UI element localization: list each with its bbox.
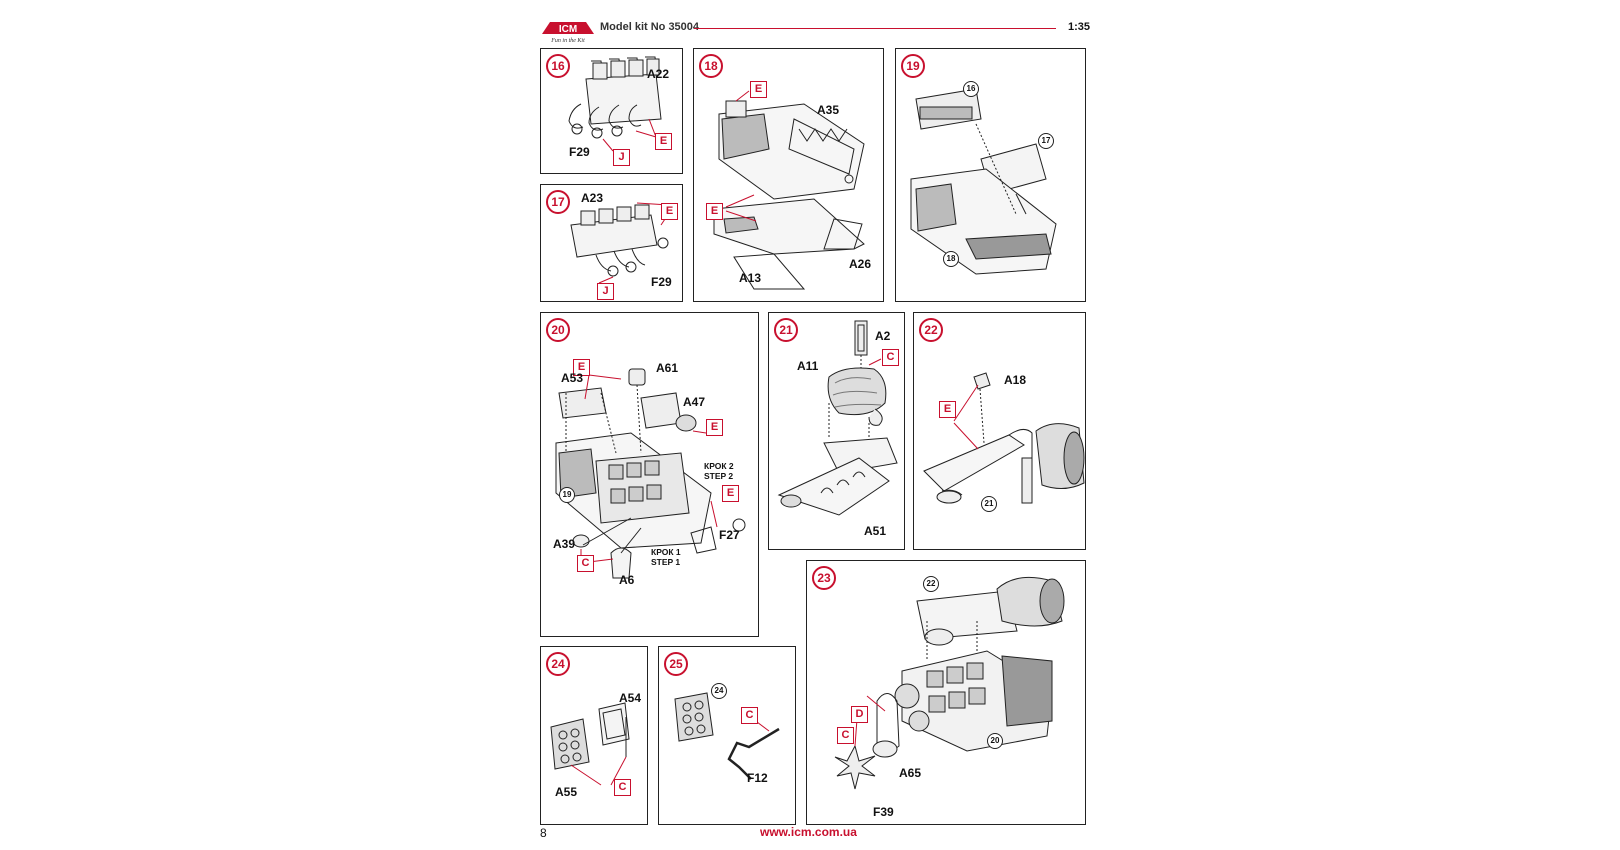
tag-e: E bbox=[722, 485, 739, 502]
tag-e: E bbox=[573, 359, 590, 376]
tag-d: D bbox=[851, 706, 868, 723]
part-label-a18: A18 bbox=[1004, 373, 1027, 387]
step-17-number: 17 bbox=[546, 190, 570, 214]
part-label-a65: A65 bbox=[899, 766, 922, 780]
part-label-f12: F12 bbox=[747, 771, 768, 785]
scale-label: 1:35 bbox=[1068, 21, 1091, 33]
step-22-number: 22 bbox=[919, 318, 943, 342]
tag-e: E bbox=[939, 401, 956, 418]
step-2-note-en: STEP 2 bbox=[704, 471, 734, 481]
step-24-number: 24 bbox=[546, 652, 570, 676]
part-label-a22: A22 bbox=[647, 67, 670, 81]
step-1-note-ua: КРОК 1 bbox=[651, 547, 681, 557]
icm-logo: ICM Fun in the Kit bbox=[542, 22, 594, 44]
part-label-a26: A26 bbox=[849, 257, 872, 271]
ref-step-18: 18 bbox=[943, 251, 959, 267]
ref-step-20: 20 bbox=[987, 733, 1003, 749]
part-label-a53: A53 bbox=[561, 371, 584, 385]
step-21-number: 21 bbox=[774, 318, 798, 342]
tag-j: J bbox=[597, 283, 614, 300]
step-23-drawing bbox=[834, 576, 1065, 790]
tag-j: J bbox=[613, 149, 630, 166]
step-16-drawing bbox=[568, 56, 662, 152]
step-24-panel: 24 A54 C A55 bbox=[540, 646, 648, 825]
part-label-a55: A55 bbox=[555, 785, 578, 799]
part-label-a51: A51 bbox=[864, 524, 887, 538]
part-label-a54: A54 bbox=[619, 691, 642, 705]
step-17-panel: 17 A23 F29 E J bbox=[540, 184, 683, 302]
part-label-a47: A47 bbox=[683, 395, 706, 409]
tag-e: E bbox=[661, 203, 678, 220]
step-18-drawing bbox=[713, 90, 865, 290]
step-1-note-en: STEP 1 bbox=[651, 557, 681, 567]
tag-e: E bbox=[750, 81, 767, 98]
header-rule bbox=[694, 28, 1056, 29]
tag-c: C bbox=[837, 727, 854, 744]
tag-e: E bbox=[706, 419, 723, 436]
svg-text:ICM: ICM bbox=[559, 24, 577, 35]
step-20-number: 20 bbox=[546, 318, 570, 342]
page-header: ICM Fun in the Kit Model kit No 35004 1:… bbox=[540, 14, 1090, 44]
part-label-a2: A2 bbox=[875, 329, 891, 343]
part-label-a39: A39 bbox=[553, 537, 576, 551]
ref-step-19: 19 bbox=[559, 487, 575, 503]
tag-c: C bbox=[577, 555, 594, 572]
step-22-panel: 22 A18 E 21 bbox=[913, 312, 1086, 550]
step-20-panel: 20 E A61 A53 A47 E КРОК 2 STEP 2 E 19 F2… bbox=[540, 312, 759, 637]
tag-e: E bbox=[655, 133, 672, 150]
tag-e: E bbox=[706, 203, 723, 220]
part-label-a23: A23 bbox=[581, 191, 604, 205]
part-label-a61: A61 bbox=[656, 361, 679, 375]
step-18-panel: 18 E A35 E A13 A26 bbox=[693, 48, 884, 302]
step-23-number: 23 bbox=[812, 566, 836, 590]
tag-c: C bbox=[882, 349, 899, 366]
website-link[interactable]: www.icm.com.ua bbox=[760, 825, 857, 839]
step-22-drawing bbox=[923, 372, 1085, 504]
part-label-a13: A13 bbox=[739, 271, 762, 285]
step-17-drawing bbox=[570, 202, 670, 284]
ref-step-22: 22 bbox=[923, 576, 939, 592]
step-19-number: 19 bbox=[901, 54, 925, 78]
tag-c: C bbox=[614, 779, 631, 796]
step-19-panel: 19 16 17 18 bbox=[895, 48, 1086, 302]
ref-step-16: 16 bbox=[963, 81, 979, 97]
part-label-a6: A6 bbox=[619, 573, 635, 587]
step-19-drawing bbox=[910, 88, 1057, 275]
part-label-f29: F29 bbox=[651, 275, 672, 289]
part-label-a35: A35 bbox=[817, 103, 840, 117]
ref-step-21: 21 bbox=[981, 496, 997, 512]
tag-c: C bbox=[741, 707, 758, 724]
step-21-drawing bbox=[777, 320, 898, 516]
kit-number: Model kit No 35004 bbox=[600, 21, 700, 33]
svg-text:Fun in the Kit: Fun in the Kit bbox=[550, 38, 585, 44]
step-25-number: 25 bbox=[664, 652, 688, 676]
ref-step-24: 24 bbox=[711, 683, 727, 699]
part-label-f27: F27 bbox=[719, 528, 740, 542]
step-2-note-ua: КРОК 2 bbox=[704, 461, 734, 471]
step-18-number: 18 bbox=[699, 54, 723, 78]
step-23-panel: 23 22 D C 20 A65 F39 bbox=[806, 560, 1086, 825]
part-label-f39: F39 bbox=[873, 805, 894, 819]
step-24-drawing bbox=[550, 702, 630, 786]
step-25-panel: 25 24 C F12 bbox=[658, 646, 796, 825]
step-21-panel: 21 A2 A11 C A51 bbox=[768, 312, 905, 550]
step-16-panel: 16 A22 F29 E J bbox=[540, 48, 683, 174]
part-label-a11: A11 bbox=[797, 359, 819, 373]
part-label-f29: F29 bbox=[569, 145, 590, 159]
step-16-number: 16 bbox=[546, 54, 570, 78]
page-number: 8 bbox=[540, 826, 547, 840]
step-20-drawing bbox=[555, 368, 746, 579]
ref-step-17: 17 bbox=[1038, 133, 1054, 149]
